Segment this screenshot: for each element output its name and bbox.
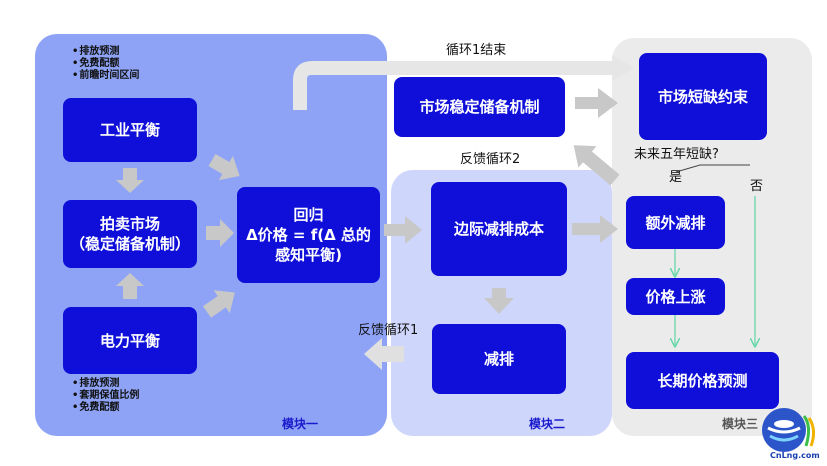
arrow-auction-to-regression (206, 219, 234, 247)
note-item: 免费配额 (72, 402, 139, 414)
no-label: 否 (750, 179, 764, 194)
marginal-cost-box: 边际减排成本 (431, 182, 567, 276)
auction-market-box: 拍卖市场 （稳定储备机制） (63, 200, 197, 268)
auction-market-sublabel: （稳定储备机制） (69, 235, 190, 253)
arrow-industry-to-auction (116, 168, 144, 193)
industry-balance-label: 工业平衡 (99, 121, 160, 139)
module-three-label: 模块三 (722, 417, 759, 431)
yes-label: 是 (669, 170, 683, 185)
stability-reserve-box: 市场稳定储备机制 (394, 77, 565, 137)
arrow-reserve-to-scarcity (575, 88, 618, 118)
marginal-cost-label: 边际减排成本 (453, 220, 544, 238)
arrow-power-to-regression (202, 290, 235, 318)
arrow-marginal-to-reduction (484, 288, 514, 314)
loop1-end-arrow-head (612, 55, 634, 81)
arrow-power-to-auction (116, 273, 144, 299)
arrow-industry-to-regression (208, 153, 240, 181)
arrow-extra-to-reserve (573, 145, 620, 186)
note-item: 套期保值比例 (72, 390, 139, 402)
long-term-forecast-box: 长期价格预测 (626, 352, 779, 409)
loop1-end-label: 循环1结束 (446, 43, 507, 58)
regression-box: 回归 Δ价格 = f(Δ 总的 感知平衡) (237, 187, 380, 283)
module-one-label: 模块一 (282, 417, 319, 431)
note-item: 排放预测 (72, 46, 139, 58)
regression-formula-end: 感知平衡) (275, 246, 342, 264)
power-balance-box: 电力平衡 (63, 307, 197, 374)
reduction-label: 减排 (483, 350, 514, 368)
note-item: 免费配额 (72, 58, 139, 70)
extra-reduction-box: 额外减排 (626, 196, 725, 249)
note-item: 排放预测 (72, 378, 139, 390)
regression-title: 回归 (293, 206, 324, 224)
scarcity-constraint-box: 市场短缺约束 (639, 53, 767, 140)
power-balance-label: 电力平衡 (99, 331, 160, 350)
question-label: 未来五年短缺? (634, 147, 719, 162)
note-item: 前瞻时间区间 (72, 70, 139, 82)
module-one-notes-bottom: 排放预测 套期保值比例 免费配额 (72, 378, 139, 414)
price-rise-label: 价格上涨 (645, 287, 706, 306)
reduction-box: 减排 (432, 324, 566, 394)
feedback-loop-2-label: 反馈循环2 (460, 152, 521, 167)
arrow-regression-to-marginal (384, 216, 422, 244)
feedback-loop-1-label: 反馈循环1 (358, 323, 419, 338)
stability-reserve-label: 市场稳定储备机制 (419, 98, 540, 116)
arrow-feedback-loop-1 (364, 338, 404, 370)
question-branch-line (675, 164, 750, 173)
loop1-end-arrow (293, 61, 615, 110)
regression-formula: Δ价格 = f(Δ 总的 (246, 226, 371, 244)
logo-text: CnLng.com (770, 451, 820, 460)
price-rise-box: 价格上涨 (626, 278, 725, 315)
module-two-label: 模块二 (529, 417, 566, 431)
auction-market-label: 拍卖市场 (99, 215, 160, 233)
long-term-forecast-label: 长期价格预测 (657, 371, 748, 390)
cnlng-logo (762, 408, 816, 452)
industry-balance-box: 工业平衡 (63, 98, 197, 162)
scarcity-constraint-label: 市场短缺约束 (657, 87, 748, 106)
arrow-marginal-to-extra (572, 215, 618, 243)
extra-reduction-label: 额外减排 (645, 213, 706, 232)
module-one-notes-top: 排放预测 免费配额 前瞻时间区间 (72, 46, 139, 82)
